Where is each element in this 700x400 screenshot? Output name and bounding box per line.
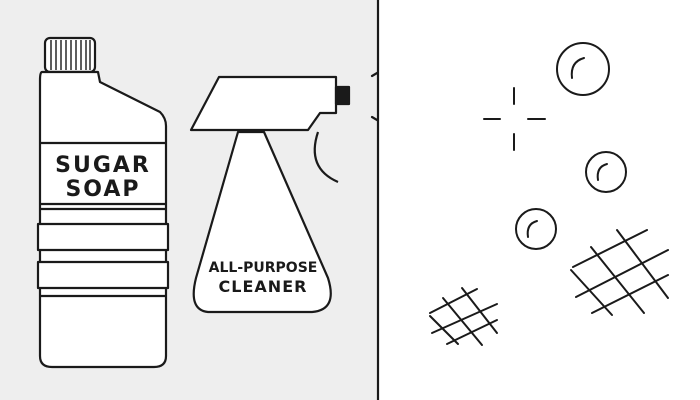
- spray-body: [192, 130, 332, 314]
- spray-label-line1: ALL-PURPOSE: [209, 260, 318, 276]
- bottle-body: [38, 70, 168, 369]
- spray-trigger: [313, 131, 339, 184]
- bubble-icon: [556, 42, 610, 96]
- bottle-cap: [43, 36, 97, 74]
- bottle-label-line1: SUGAR: [55, 153, 151, 178]
- bubble-icon: [585, 151, 627, 193]
- crosshatch-large: [570, 229, 669, 316]
- grip-band: [36, 222, 170, 252]
- bubble-icon: [515, 208, 557, 250]
- surface-panel: [376, 0, 700, 400]
- spray-bottle: [189, 75, 351, 314]
- bottle-label-line2: SOAP: [65, 177, 140, 202]
- spray-head: [189, 75, 338, 132]
- spray-nozzle: [334, 85, 351, 106]
- spray-label-line2: CLEANER: [219, 277, 308, 296]
- grip-band: [36, 260, 170, 290]
- sparkle-icon: [483, 87, 546, 151]
- cap-ridges: [50, 40, 91, 70]
- sugar-soap-bottle: [36, 36, 170, 369]
- bubbles: [515, 42, 627, 250]
- crosshatch-small: [429, 287, 498, 346]
